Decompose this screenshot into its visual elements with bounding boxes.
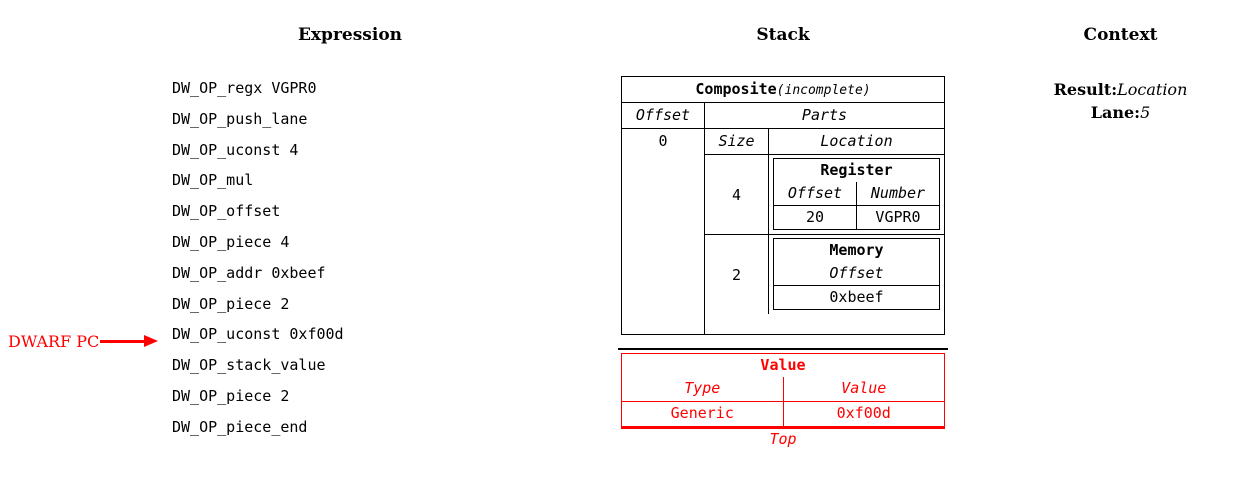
dwarf-pc-label: DWARF PC (8, 331, 100, 351)
composite-parts-header: Parts (705, 103, 944, 129)
column-header-context: Context (1083, 25, 1158, 45)
dwarf-pc-marker: DWARF PC (8, 330, 162, 352)
value-stack-entry: Value Type Value Generic 0xf00d Top (621, 353, 945, 448)
register-number-value: VGPR0 (875, 208, 921, 226)
memory-offset-value: 0xbeef (774, 285, 939, 309)
memory-title: Memory (829, 241, 884, 259)
composite-offset-value: 0 (658, 132, 668, 150)
register-offset-header: Offset (774, 182, 857, 205)
composite-part-row: 4 Register Offset Number 20 VGPR0 (705, 154, 944, 234)
parts-size-header: Size (718, 132, 755, 150)
expression-op-list: DW_OP_regx VGPR0 DW_OP_push_lane DW_OP_u… (172, 73, 344, 443)
composite-title: Composite(incomplete) (622, 77, 944, 103)
value-value-header: Value (841, 379, 887, 397)
parts-location-header: Location (820, 132, 893, 150)
stack-entry-separator (618, 348, 948, 350)
expression-line: DW_OP_piece 2 (172, 294, 290, 313)
column-header-expression: Expression (297, 25, 403, 45)
context-key: Result: (1053, 80, 1118, 99)
register-offset-value: 20 (774, 206, 857, 229)
expression-line: DW_OP_piece_end (172, 417, 308, 436)
composite-title-subtitle: (incomplete) (776, 83, 871, 98)
memory-location-table: Memory Offset 0xbeef (773, 238, 940, 310)
memory-offset-header: Offset (829, 264, 884, 282)
register-number-header: Number (870, 184, 926, 202)
context-entry-lane: Lane:5 (1000, 101, 1241, 124)
value-title: Value (760, 356, 806, 374)
parts-location-header-cell: Location (769, 129, 944, 154)
expression-line: DW_OP_piece 4 (172, 232, 290, 251)
context-value: 5 (1140, 103, 1151, 122)
composite-parts-column: Parts Size Location 4 Register Offset (705, 103, 944, 334)
context-value: Location (1117, 80, 1188, 99)
context-entry-result: Result:Location (1000, 78, 1241, 101)
composite-offset-header: Offset (622, 103, 704, 129)
stack-top-rule (621, 427, 945, 429)
part-location-cell: Memory Offset 0xbeef (769, 235, 944, 314)
register-title: Register (820, 161, 893, 179)
expression-line: DW_OP_offset (172, 202, 281, 221)
part-size-value: 4 (705, 155, 769, 234)
expression-line: DW_OP_addr 0xbeef (172, 263, 326, 282)
value-type-header: Type (622, 377, 784, 401)
stack-top-label: Top (769, 430, 797, 448)
value-value-value: 0xf00d (836, 404, 891, 422)
composite-title-main: Composite (695, 80, 777, 98)
parts-size-header-cell: Size (705, 129, 769, 154)
parts-tail-filler (705, 314, 944, 334)
expression-line: DW_OP_mul (172, 171, 254, 190)
expression-line: DW_OP_uconst 4 (172, 140, 299, 159)
expression-line: DW_OP_push_lane (172, 109, 308, 128)
expression-line: DW_OP_piece 2 (172, 386, 290, 405)
expression-line: DW_OP_uconst 0xf00d (172, 325, 344, 344)
composite-location-table: Composite(incomplete) Offset 0 Parts Siz… (621, 76, 945, 335)
context-block: Result:Location Lane:5 (1000, 78, 1241, 124)
column-header-stack: Stack (756, 25, 810, 45)
arrow-right-icon (100, 335, 162, 347)
expression-line: DW_OP_regx VGPR0 (172, 79, 317, 97)
register-location-table: Register Offset Number 20 VGPR0 (773, 158, 940, 230)
value-type-value: Generic (622, 402, 784, 426)
expression-line-current-pc: DW_OP_stack_value (172, 356, 326, 375)
value-table: Value Type Value Generic 0xf00d (621, 353, 945, 427)
part-size-value: 2 (705, 235, 769, 314)
context-key: Lane: (1090, 103, 1141, 122)
part-location-cell: Register Offset Number 20 VGPR0 (769, 155, 944, 234)
composite-offset-column: Offset 0 (622, 103, 705, 334)
composite-part-row: 2 Memory Offset 0xbeef (705, 234, 944, 314)
